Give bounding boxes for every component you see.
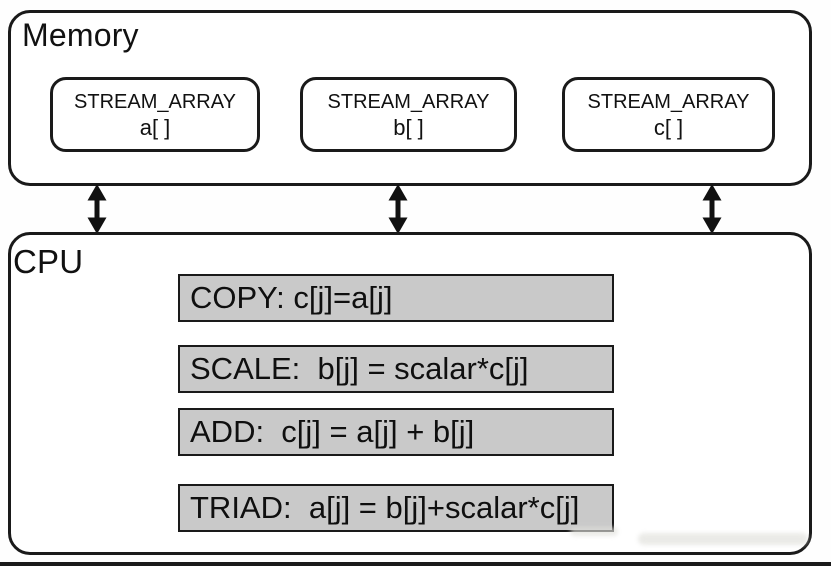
stream-array-c-name: STREAM_ARRAY [587, 90, 750, 113]
stream-array-c-variable: c[ ] [653, 114, 684, 140]
stream-array-a-box: STREAM_ARRAY a[ ] [50, 77, 260, 152]
operation-triad-box: TRIAD: a[j] = b[j]+scalar*c[j] [178, 484, 614, 532]
stream-array-b-box: STREAM_ARRAY b[ ] [300, 77, 517, 152]
bottom-edge-line [0, 562, 831, 566]
stream-array-b-name: STREAM_ARRAY [327, 90, 490, 113]
operation-scale-box: SCALE: b[j] = scalar*c[j] [178, 345, 614, 393]
operation-copy-label: COPY: c[j]=a[j] [190, 280, 393, 315]
stream-array-b-variable: b[ ] [393, 114, 424, 140]
operation-scale-label: SCALE: b[j] = scalar*c[j] [190, 351, 529, 386]
cpu-box: CPU COPY: c[j]=a[j] SCALE: b[j] = scalar… [8, 232, 812, 555]
double-headed-arrow-icon [388, 184, 408, 234]
memory-label: Memory [22, 17, 139, 53]
memory-box: Memory STREAM_ARRAY a[ ] STREAM_ARRAY b[… [8, 10, 812, 186]
stream-array-a-name: STREAM_ARRAY [74, 90, 236, 113]
operation-copy-box: COPY: c[j]=a[j] [178, 274, 614, 322]
watermark-smudge [570, 527, 618, 536]
operation-add-label: ADD: c[j] = a[j] + b[j] [190, 414, 475, 449]
double-headed-arrow-icon [702, 184, 722, 234]
operation-triad-label: TRIAD: a[j] = b[j]+scalar*c[j] [190, 490, 580, 525]
stream-array-a-variable: a[ ] [139, 114, 171, 140]
operation-add-box: ADD: c[j] = a[j] + b[j] [178, 408, 614, 456]
cpu-label: CPU [13, 243, 84, 280]
stream-array-c-box: STREAM_ARRAY c[ ] [562, 77, 775, 152]
double-headed-arrow-icon [87, 184, 107, 234]
watermark-smudge [638, 533, 808, 545]
